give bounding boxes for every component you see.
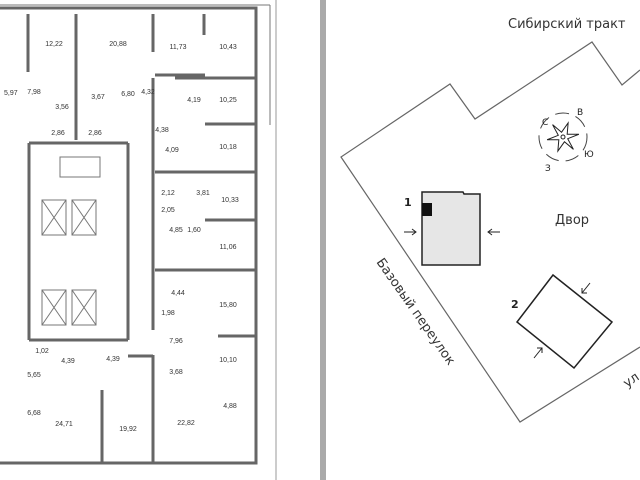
street-label-top: Сибирский тракт xyxy=(508,17,626,32)
room-area: 11,73 xyxy=(170,44,187,51)
room-area: 5,97 xyxy=(4,90,18,97)
room-area: 3,81 xyxy=(196,190,210,197)
section-highlight xyxy=(422,203,432,216)
room-area: 12,22 xyxy=(45,41,63,48)
room-area: 3,67 xyxy=(91,94,105,101)
compass-south: Ю xyxy=(584,150,594,160)
building-1 xyxy=(421,191,481,266)
room-area: 6,68 xyxy=(27,410,41,417)
yard-label: Двор xyxy=(555,213,589,228)
building-2 xyxy=(515,273,614,370)
room-area: 4,39 xyxy=(61,358,75,365)
room-area: 7,98 xyxy=(27,89,41,96)
compass-rose-icon: С В Ю З xyxy=(538,108,594,174)
room-area: 10,18 xyxy=(219,144,237,151)
site-boundary xyxy=(340,41,640,423)
street-label-bottom: ул xyxy=(621,370,640,391)
room-area: 10,43 xyxy=(219,44,237,51)
room-area: 11,06 xyxy=(220,244,237,251)
room-area: 10,10 xyxy=(219,357,237,364)
room-area: 3,56 xyxy=(55,104,69,111)
room-area: 4,19 xyxy=(187,97,201,104)
compass-north: С xyxy=(542,118,548,128)
room-area: 4,44 xyxy=(171,290,185,297)
panel-divider xyxy=(320,0,326,480)
room-area: 2,12 xyxy=(161,190,175,197)
room-area: 10,25 xyxy=(219,97,237,104)
room-area: 4,85 xyxy=(169,227,183,234)
site-plan: С В Ю З Сибирский тракт Двор Базовый пер… xyxy=(340,17,640,423)
compass-west: З xyxy=(545,164,551,174)
room-area: 2,05 xyxy=(161,207,175,214)
room-area: 7,96 xyxy=(169,338,183,345)
room-area: 3,68 xyxy=(169,369,183,376)
room-area: 4,88 xyxy=(223,403,237,410)
room-area: 2,86 xyxy=(51,130,65,137)
room-area: 1,60 xyxy=(187,227,201,234)
room-area: 4,32 xyxy=(141,89,155,96)
room-area: 2,86 xyxy=(88,130,102,137)
room-area: 15,80 xyxy=(219,302,237,309)
room-area: 4,38 xyxy=(155,127,169,134)
room-area: 10,33 xyxy=(221,197,239,204)
building-1-number: 1 xyxy=(404,196,412,209)
room-area: 4,39 xyxy=(106,356,120,363)
room-area: 5,65 xyxy=(27,372,41,379)
room-area: 24,71 xyxy=(55,421,73,428)
room-area: 20,88 xyxy=(109,41,127,48)
room-area: 6,80 xyxy=(121,91,135,98)
room-area: 4,09 xyxy=(165,147,179,154)
building-2-number: 2 xyxy=(511,298,519,311)
floor-plan-walls xyxy=(0,0,277,480)
room-area: 1,98 xyxy=(161,310,175,317)
room-area: 1,02 xyxy=(35,348,49,355)
room-area: 19,92 xyxy=(119,426,137,433)
compass-east: В xyxy=(577,108,583,118)
room-area-labels: 12,22 20,88 11,73 10,43 5,97 7,98 3,56 3… xyxy=(4,41,239,433)
entrance-arrows xyxy=(404,228,591,359)
room-area: 22,82 xyxy=(177,420,195,427)
